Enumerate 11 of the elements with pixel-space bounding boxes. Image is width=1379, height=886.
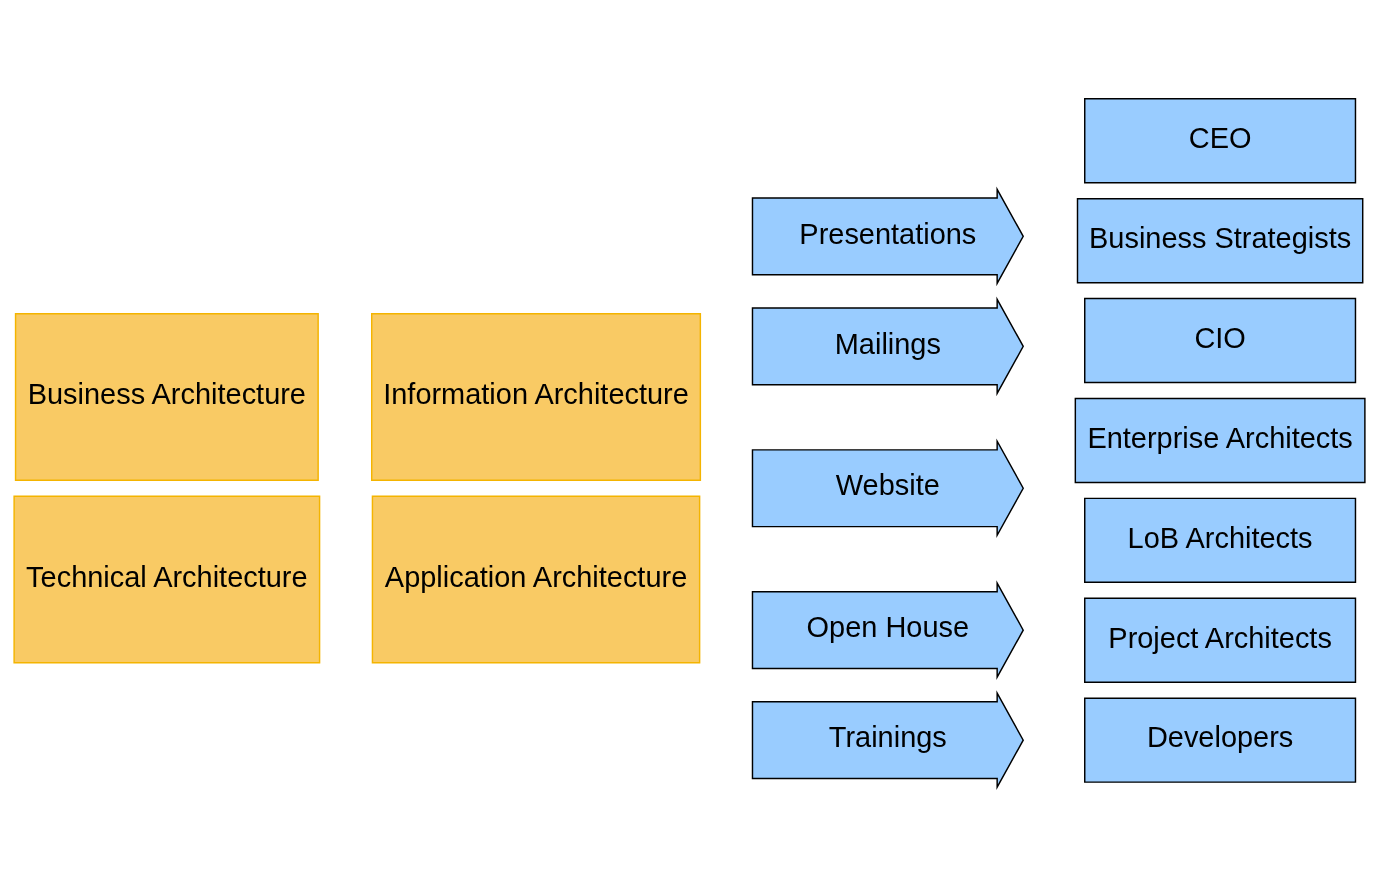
node-box: CIO — [1084, 297, 1357, 384]
node-box: Technical Architecture — [13, 495, 321, 664]
node-box: Business Strategists — [1076, 197, 1364, 284]
node-box: Information Architecture — [371, 313, 702, 481]
node-box: Developers — [1084, 697, 1357, 783]
node-box: LoB Architects — [1084, 497, 1357, 584]
node-box: Business Architecture — [14, 313, 319, 481]
node-box: CEO — [1084, 98, 1357, 184]
node-box: Project Architects — [1084, 597, 1357, 683]
node-box: Enterprise Architects — [1074, 397, 1366, 484]
node-box: Application Architecture — [371, 495, 701, 664]
